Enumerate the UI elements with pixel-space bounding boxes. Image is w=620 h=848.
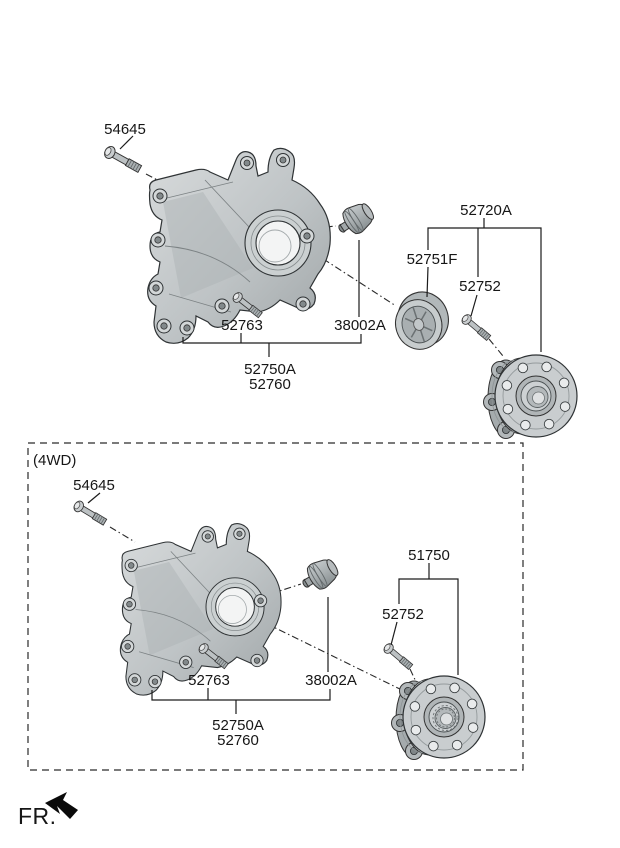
bushing-38002A xyxy=(331,197,379,242)
part-number-38002A-4wd[interactable]: 38002A xyxy=(305,672,357,689)
part-number-labels-4wd: (4WD) 54645 51750 52752 52763 38002A 527… xyxy=(33,452,450,749)
hub-bolt-52752-4wd xyxy=(381,641,415,672)
part-number-52752-4wd[interactable]: 52752 xyxy=(382,606,424,623)
part-number-54645-4wd[interactable]: 54645 xyxy=(73,477,115,494)
callout-lines xyxy=(119,135,542,357)
part-number-52763[interactable]: 52763 xyxy=(221,317,263,334)
axle-carrier-knuckle xyxy=(147,147,331,344)
4wd-variant-box xyxy=(27,442,524,771)
variant-label-4wd: (4WD) xyxy=(33,452,76,469)
section-standard: 54645 52720A 52751F 52752 52763 38002A 5… xyxy=(101,121,578,440)
callout-lines-4wd xyxy=(87,492,459,714)
part-number-52750A[interactable]: 52750A xyxy=(244,361,296,378)
part-number-38002A[interactable]: 38002A xyxy=(334,317,386,334)
bushing-38002A-4wd xyxy=(296,553,343,598)
part-number-51750[interactable]: 51750 xyxy=(408,547,450,564)
part-number-52763-4wd[interactable]: 52763 xyxy=(188,672,230,689)
part-number-52720A[interactable]: 52720A xyxy=(460,202,512,219)
hub-bearing-assembly xyxy=(482,354,578,440)
axle-carrier-knuckle-4wd xyxy=(119,523,282,696)
front-direction-marker: FR. xyxy=(18,792,78,829)
dust-cap-52751F xyxy=(386,284,457,357)
part-number-52760-4wd[interactable]: 52760 xyxy=(217,732,259,749)
part-number-52752[interactable]: 52752 xyxy=(459,278,501,295)
part-number-54645[interactable]: 54645 xyxy=(104,121,146,138)
section-4wd: (4WD) 54645 51750 52752 52763 38002A 527… xyxy=(27,442,524,771)
part-number-52760[interactable]: 52760 xyxy=(249,376,291,393)
front-arrow-icon xyxy=(45,792,78,819)
flange-bolt-54645 xyxy=(101,144,144,175)
part-number-52750A-4wd[interactable]: 52750A xyxy=(212,717,264,734)
front-label: FR. xyxy=(18,803,57,829)
part-number-52751F[interactable]: 52751F xyxy=(407,251,458,268)
flange-bolt-54645-4wd xyxy=(71,498,109,528)
hub-bearing-assembly-4wd xyxy=(390,675,486,761)
hub-bolt-52752 xyxy=(459,312,493,343)
part-number-labels: 54645 52720A 52751F 52752 52763 38002A 5… xyxy=(104,121,512,393)
